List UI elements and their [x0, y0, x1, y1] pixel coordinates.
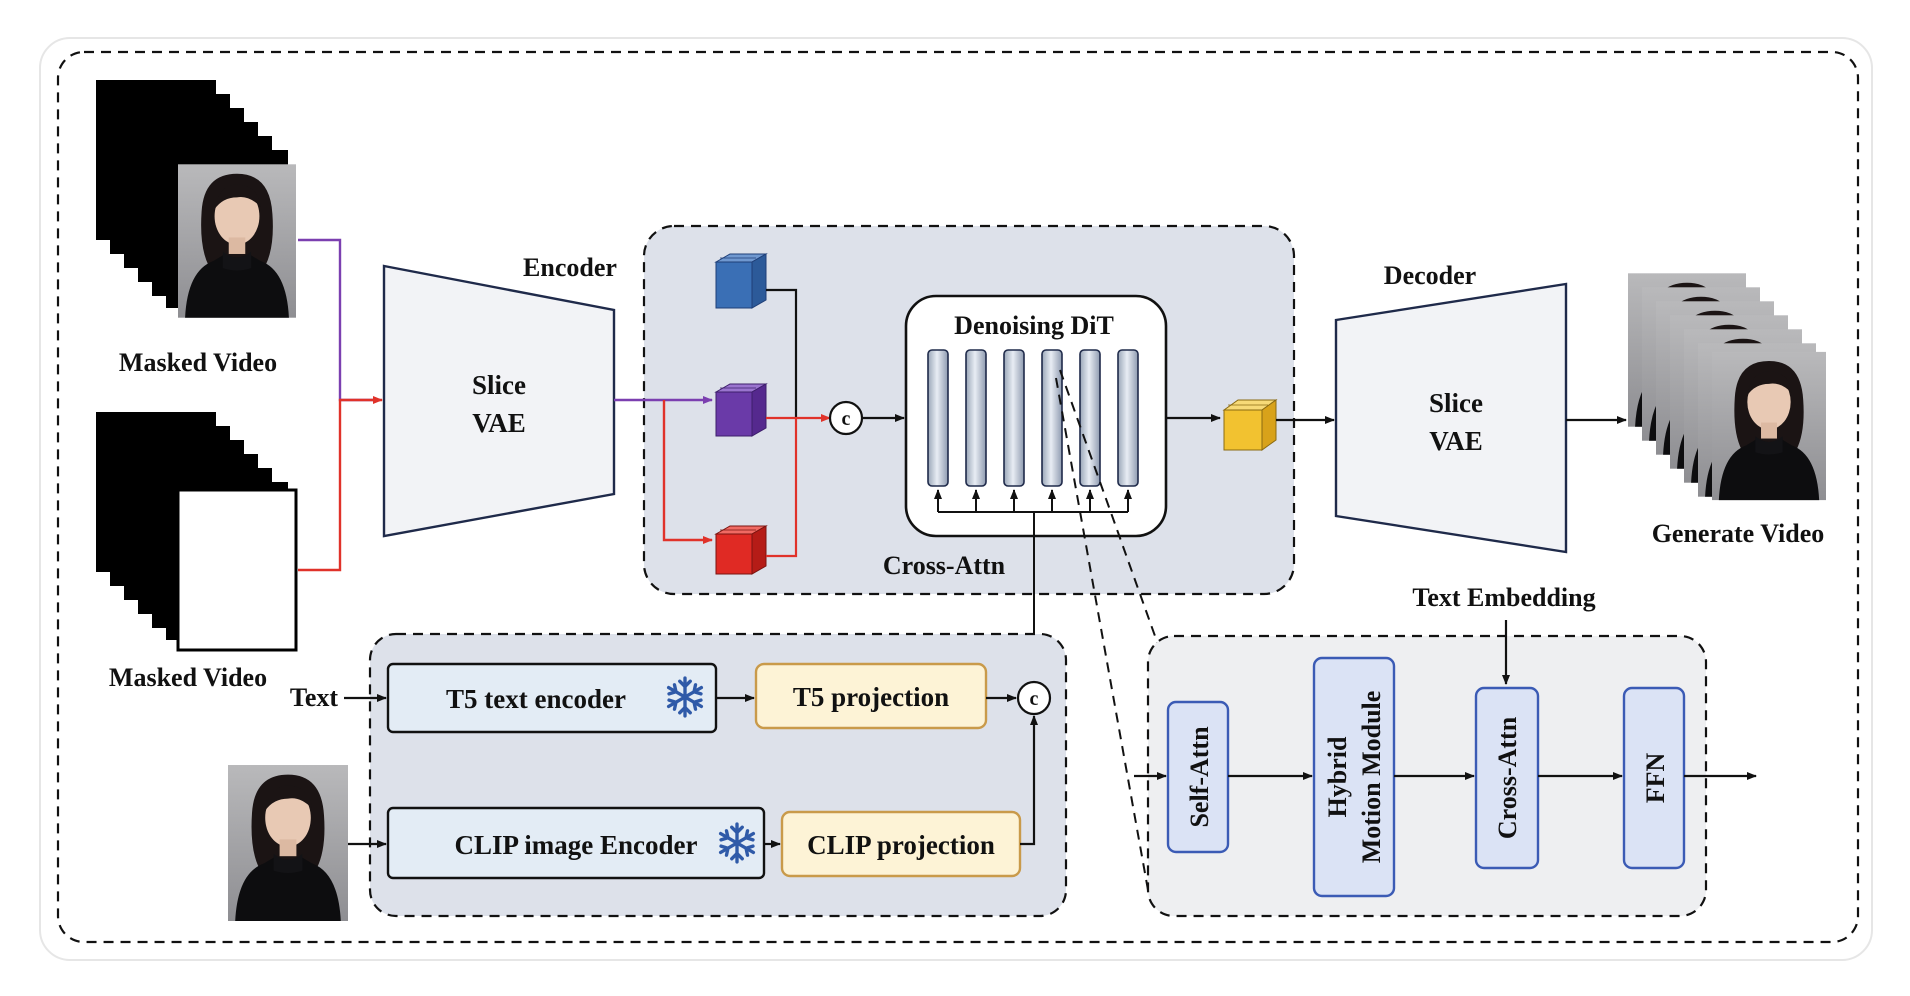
- encoder-trapezoid: [382, 264, 616, 538]
- t5-projection-box: [754, 662, 988, 730]
- ffn-label: FFN: [1641, 753, 1670, 804]
- cross-attn-bus: [934, 489, 1132, 680]
- dit-column: [1003, 349, 1025, 487]
- decoder-trapezoid: [1334, 282, 1568, 554]
- concat-circle-condition: [1016, 680, 1052, 716]
- red-latent-line: [662, 400, 713, 544]
- self-attn-label: Self-Attn: [1185, 726, 1214, 828]
- encoder-vae: VAE: [472, 408, 526, 438]
- dit-column: [1079, 349, 1101, 487]
- encoder-title: Encoder: [523, 253, 617, 282]
- reference-image: [228, 765, 348, 921]
- zoom-line-right: [1059, 369, 1161, 651]
- cross-attn-box: [1474, 686, 1540, 870]
- ffn-box: [1622, 686, 1686, 870]
- encoder-slice: Slice: [472, 370, 526, 400]
- concat-symbol-condition: c: [1030, 688, 1039, 710]
- dit-column: [1117, 349, 1139, 487]
- decoder-vae: VAE: [1429, 426, 1483, 456]
- blue-to-concat-line: [766, 288, 798, 418]
- text-embedding-label: Text Embedding: [1412, 583, 1595, 612]
- latent-cube-blue: [714, 253, 768, 309]
- dit-columns: [927, 349, 1139, 487]
- masked-video-stack-top: [96, 80, 296, 318]
- dit-column: [927, 349, 949, 487]
- dit-title: Denoising DiT: [954, 311, 1114, 340]
- red-input-line: [298, 396, 383, 572]
- hybrid-label-line2: Motion Module: [1357, 691, 1386, 864]
- decoder-slice: Slice: [1429, 388, 1483, 418]
- dit-column: [965, 349, 987, 487]
- clip-projection-to-concat-arrow: [1020, 715, 1038, 846]
- concat-symbol-latent: c: [842, 408, 851, 430]
- clip-projection-label: CLIP projection: [807, 830, 995, 860]
- text-input-label: Text: [290, 683, 338, 712]
- dit-column: [1041, 349, 1063, 487]
- hybrid-label-line1: Hybrid: [1323, 736, 1352, 817]
- latent-cube-purple: [714, 383, 768, 437]
- outer-dashed-frame: [56, 50, 1860, 944]
- decoder-title: Decoder: [1384, 261, 1476, 290]
- latent-cube-yellow: [1222, 399, 1278, 451]
- generate-video-label: Generate Video: [1652, 519, 1825, 548]
- t5-projection-label: T5 projection: [793, 682, 949, 712]
- latent-cube-red: [714, 525, 768, 575]
- clip-image-encoder-label: CLIP image Encoder: [455, 830, 698, 860]
- masked-video-stack-bottom: [96, 412, 298, 652]
- masked-video-label-bottom: Masked Video: [109, 663, 267, 692]
- zoom-line-left: [1055, 377, 1149, 891]
- cross-attn-label: Cross-Attn: [883, 551, 1006, 580]
- red-to-concat-line: [766, 418, 798, 558]
- masked-video-label-top: Masked Video: [119, 348, 277, 377]
- cross-attn-block-label: Cross-Attn: [1493, 716, 1522, 839]
- t5-text-encoder-label: T5 text encoder: [446, 684, 626, 714]
